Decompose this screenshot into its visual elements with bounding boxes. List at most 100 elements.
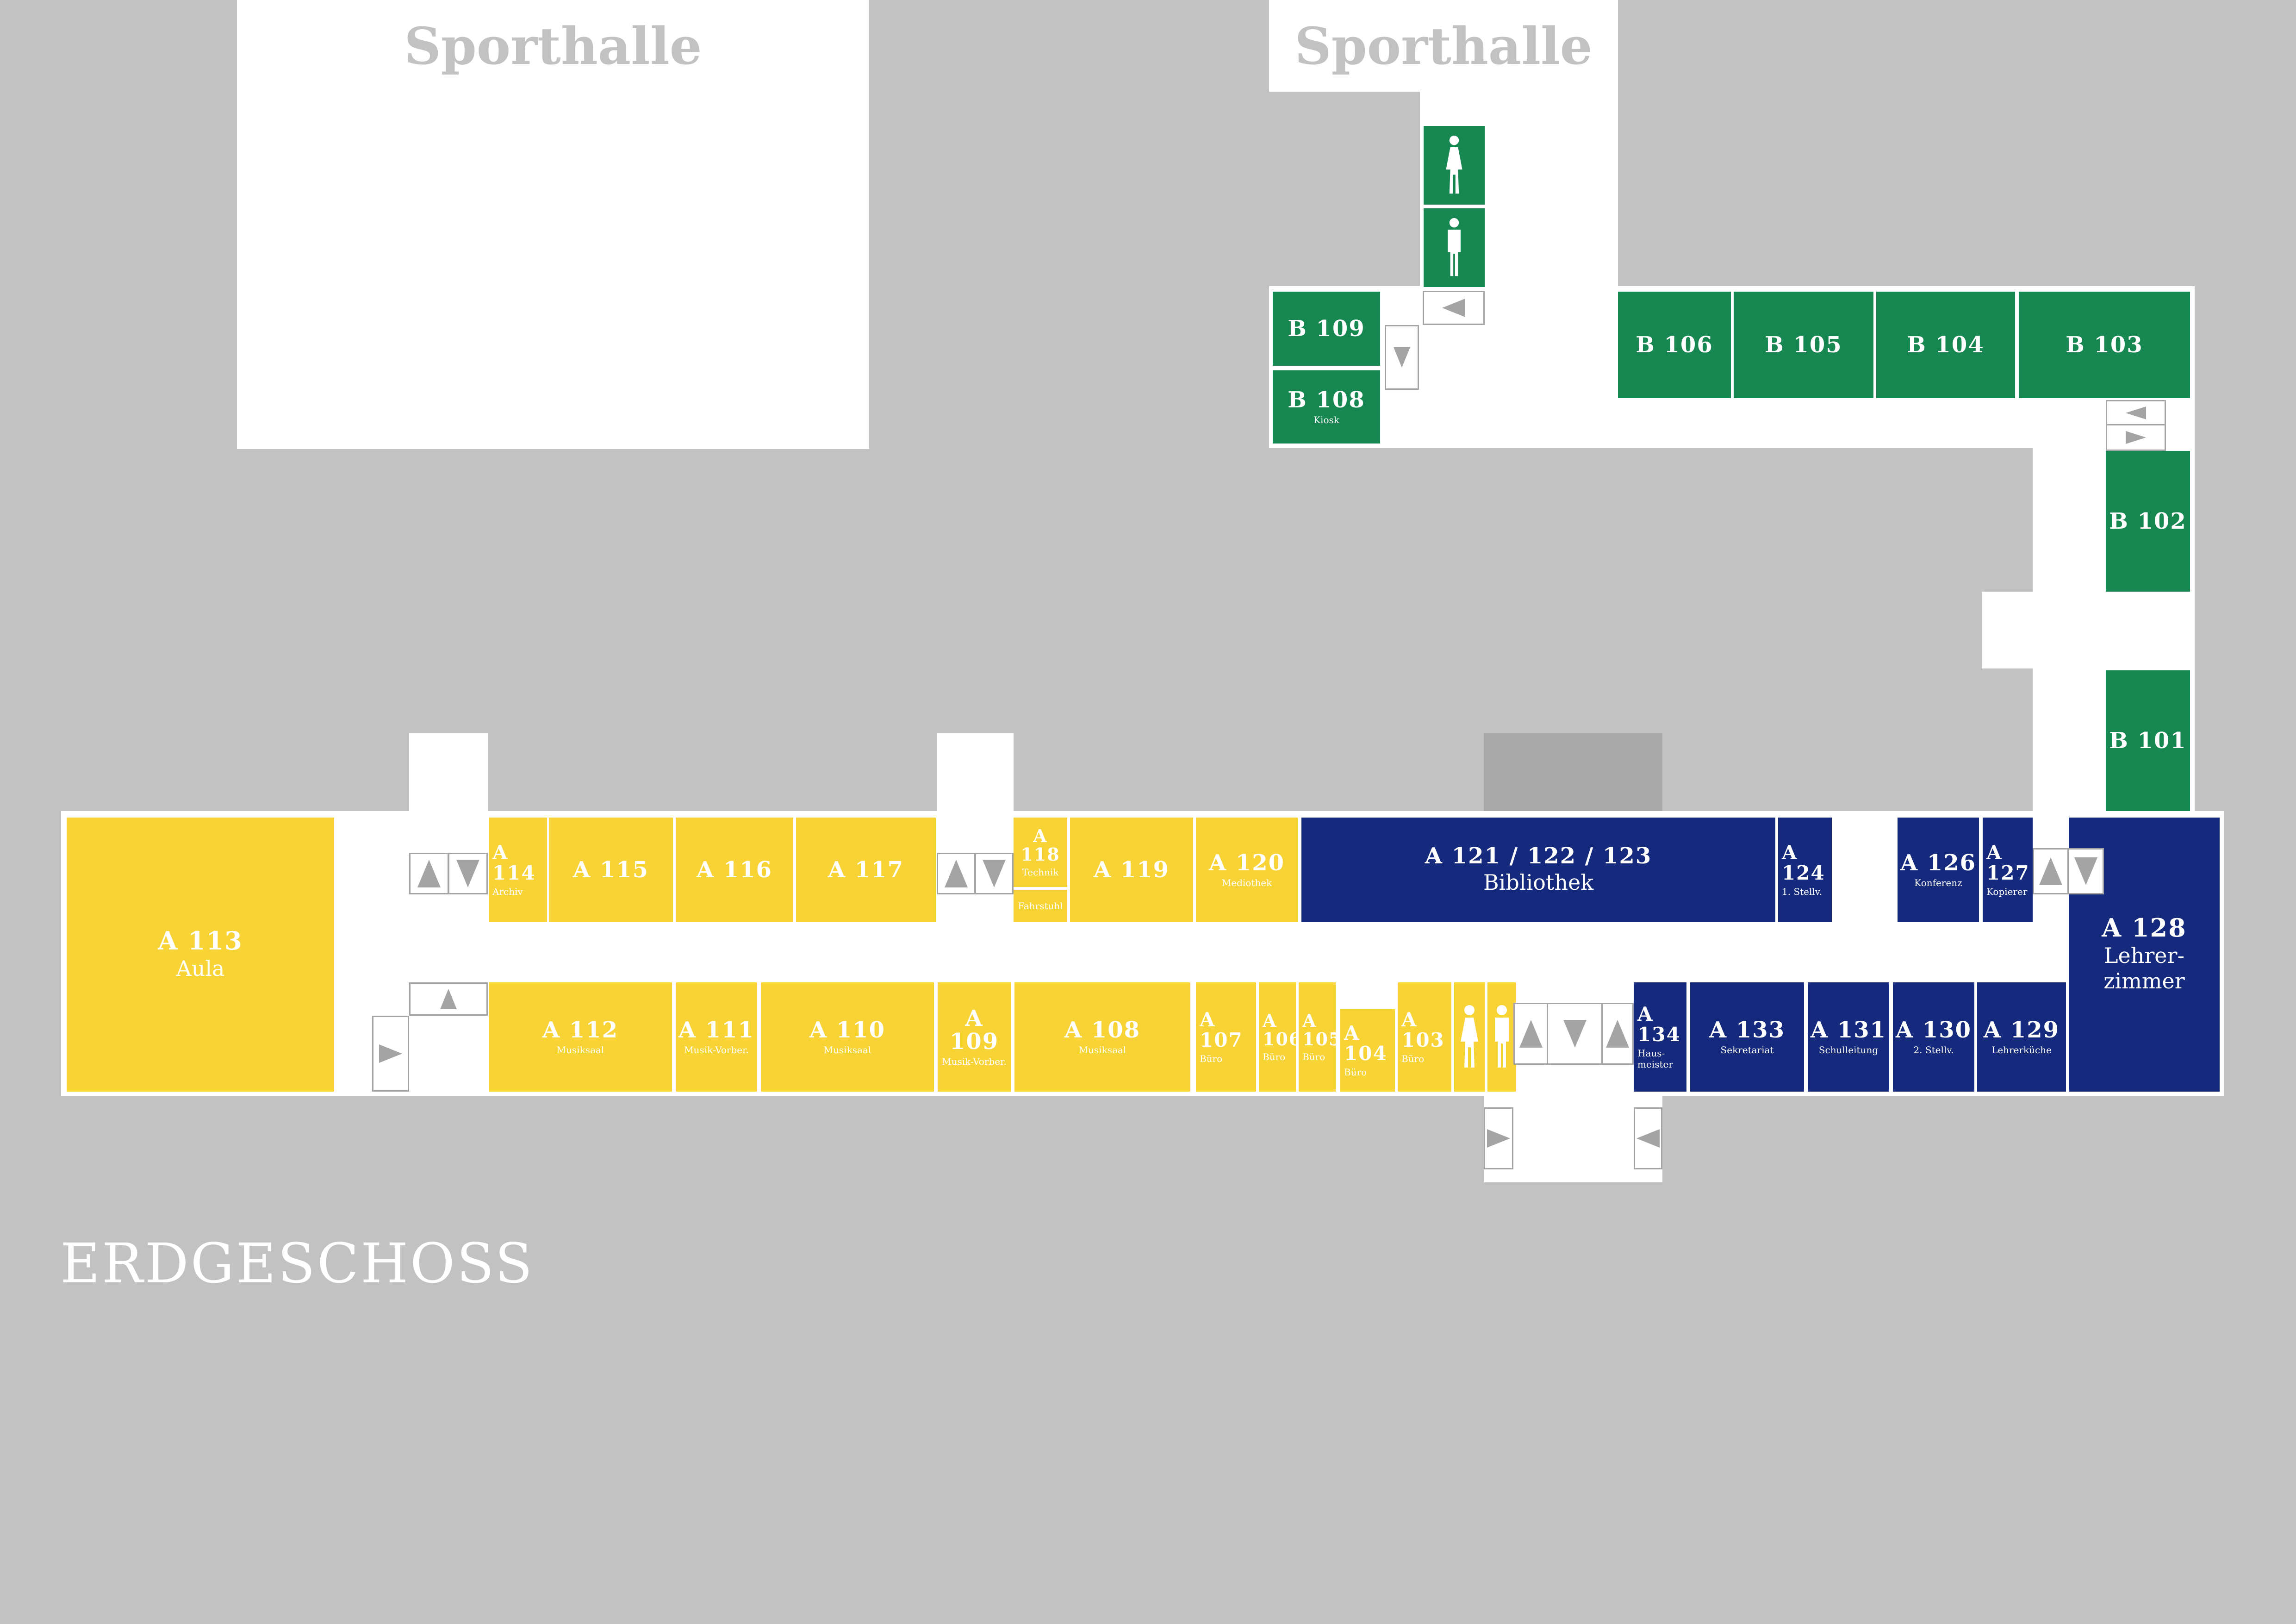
room-name: Sekretariat: [1720, 1044, 1774, 1056]
room-name: Konferenz: [1914, 877, 1962, 889]
stairs-down-4[interactable]: [1547, 1003, 1603, 1065]
toilet-female-b[interactable]: [1424, 126, 1485, 205]
room-a111[interactable]: A 111 Musik-Vorber.: [676, 982, 757, 1092]
room-number: B 105: [1765, 331, 1842, 358]
room-number: A 126: [1900, 849, 1977, 876]
room-a112[interactable]: A 112 Musiksaal: [489, 982, 672, 1092]
room-name: Musiksaal: [556, 1044, 604, 1056]
stairs-up-4[interactable]: [1513, 1003, 1549, 1065]
stairs-down-arrow-icon: [1394, 347, 1410, 368]
stairs-down-6[interactable]: [2068, 848, 2104, 894]
room-b101[interactable]: B 101: [2106, 670, 2190, 811]
stairs-down-b[interactable]: [1385, 325, 1419, 390]
room-b102[interactable]: B 102: [2106, 451, 2190, 592]
toilet-male-b[interactable]: [1424, 208, 1485, 287]
room-a133[interactable]: A 133 Sekretariat: [1690, 982, 1804, 1092]
room-name: Büro: [1263, 1051, 1286, 1062]
room-a110[interactable]: A 110 Musiksaal: [761, 982, 934, 1092]
room-a117[interactable]: A 117: [796, 818, 936, 922]
right-arrow-icon: [2126, 431, 2146, 444]
room-a126[interactable]: A 126 Konferenz: [1898, 818, 1979, 922]
left-arrow-icon: [1442, 299, 1465, 317]
room-number: A 105: [1302, 1010, 1342, 1049]
room-name: Technik: [1022, 866, 1059, 878]
room-a118[interactable]: A 118 Technik: [1014, 818, 1067, 887]
room-number: A 106: [1263, 1010, 1302, 1049]
room-a134[interactable]: A 134 Haus- meister: [1634, 982, 1686, 1092]
stairs-up-1[interactable]: [409, 853, 449, 894]
room-a130[interactable]: A 130 2. Stellv.: [1893, 982, 1974, 1092]
room-number: B 108: [1288, 387, 1365, 413]
stairs-down-arrow-icon: [2074, 857, 2097, 885]
room-a103[interactable]: A 103 Büro: [1398, 982, 1451, 1092]
room-number: A 117: [828, 856, 904, 883]
room-name: Aula: [176, 956, 225, 981]
room-name: Büro: [1344, 1067, 1367, 1078]
room-a109[interactable]: A 109 Musik-Vorber.: [938, 982, 1011, 1092]
room-a107[interactable]: A 107 Büro: [1196, 982, 1256, 1092]
room-b109[interactable]: B 109: [1273, 292, 1380, 366]
room-a127[interactable]: A 127 Kopierer: [1983, 818, 2033, 922]
stairs-down-1[interactable]: [448, 853, 488, 894]
room-a116[interactable]: A 116: [676, 818, 793, 922]
room-number: A 116: [696, 856, 773, 883]
room-a105[interactable]: A 105 Büro: [1299, 982, 1341, 1092]
stairs-down-2[interactable]: [975, 853, 1014, 894]
room-a119[interactable]: A 119: [1070, 818, 1193, 922]
room-b103[interactable]: B 103: [2019, 292, 2190, 398]
stairs-left-b2[interactable]: [2106, 400, 2166, 426]
room-name: Lehrer- zimmer: [2103, 943, 2185, 994]
room-number: A 127: [1986, 841, 2030, 884]
female-toilet-icon: [1446, 135, 1462, 194]
room-fahrstuhl[interactable]: Fahrstuhl: [1014, 890, 1067, 922]
room-number: A 124: [1782, 841, 1825, 884]
room-name: Mediothek: [1221, 877, 1272, 889]
room-a121-bibliothek[interactable]: A 121 / 122 / 123 Bibliothek: [1301, 818, 1775, 922]
sporthalle-west: [237, 0, 869, 449]
room-b106[interactable]: B 106: [1618, 292, 1731, 398]
room-number: A 114: [492, 841, 536, 884]
left-arrow-icon: [1636, 1129, 1660, 1148]
room-name: Schulleitung: [1818, 1044, 1879, 1056]
room-name: Büro: [1401, 1053, 1425, 1065]
stairs-left-b[interactable]: [1423, 291, 1485, 325]
room-a120[interactable]: A 120 Mediothek: [1196, 818, 1298, 922]
room-number: B 106: [1636, 331, 1713, 358]
room-a113[interactable]: A 113 Aula: [67, 818, 334, 1092]
stairs-up-arrow-icon: [945, 860, 968, 887]
entrance-south: [1484, 1083, 1662, 1182]
room-a131[interactable]: A 131 Schulleitung: [1808, 982, 1889, 1092]
stairs-right-3[interactable]: [372, 1016, 409, 1092]
room-name: Archiv: [492, 886, 523, 898]
stairs-down-arrow-icon: [983, 860, 1006, 887]
stairs-up-arrow-icon: [1606, 1020, 1629, 1048]
stairs-up-5[interactable]: [1601, 1003, 1634, 1065]
room-number: A 119: [1093, 856, 1170, 883]
room-number: A 133: [1709, 1017, 1786, 1043]
room-a114[interactable]: A 114 Archiv: [489, 818, 547, 922]
room-b105[interactable]: B 105: [1734, 292, 1873, 398]
room-a104[interactable]: A 104 Büro: [1340, 1009, 1395, 1092]
toilet-male-a[interactable]: [1487, 982, 1516, 1092]
toilet-female-a[interactable]: [1454, 982, 1485, 1092]
room-number: A 128: [2102, 913, 2187, 943]
exit-left-south[interactable]: [1634, 1107, 1662, 1169]
room-a106[interactable]: A 106 Büro: [1259, 982, 1301, 1092]
stairs-up-6[interactable]: [2033, 848, 2069, 894]
room-a124[interactable]: A 124 1. Stellv.: [1778, 818, 1832, 922]
room-b108[interactable]: B 108 Kiosk: [1273, 370, 1380, 443]
room-a108[interactable]: A 108 Musiksaal: [1014, 982, 1190, 1092]
room-number: A 134: [1637, 1002, 1681, 1046]
right-arrow-icon: [379, 1044, 402, 1063]
stairs-up-2[interactable]: [937, 853, 976, 894]
room-a115[interactable]: A 115: [549, 818, 673, 922]
stairs-up-arrow-icon: [440, 989, 457, 1009]
stairs-up-3[interactable]: [409, 982, 488, 1016]
stairs-right-b2[interactable]: [2106, 424, 2166, 451]
room-name: Kopierer: [1986, 886, 2028, 898]
room-a129[interactable]: A 129 Lehrerküche: [1977, 982, 2066, 1092]
room-number: A 118: [1020, 825, 1060, 865]
room-b104[interactable]: B 104: [1876, 292, 2015, 398]
exit-right-south[interactable]: [1484, 1107, 1513, 1169]
room-number: A 110: [809, 1017, 886, 1043]
